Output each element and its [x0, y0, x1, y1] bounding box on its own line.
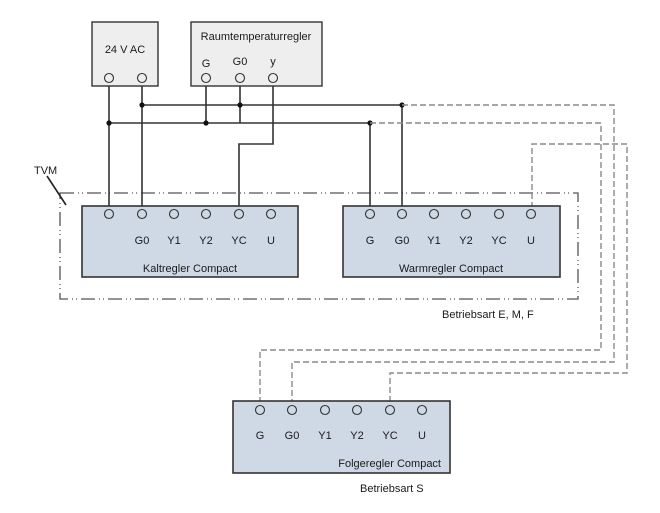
terminal-label: Y2: [350, 430, 363, 442]
junction-dot: [139, 102, 145, 108]
terminal-label: U: [527, 235, 535, 247]
dashed-wires: [259, 104, 628, 403]
terminal: [364, 208, 376, 220]
warmregler-box: G G0 Y1 Y2 YC U Warmregler Compact: [342, 205, 561, 278]
terminal-label: YC: [231, 235, 246, 247]
junction-dot: [106, 120, 112, 126]
terminal: [234, 72, 246, 84]
terminal: [168, 208, 180, 220]
terminal: [200, 72, 212, 84]
terminal-label: G: [256, 430, 265, 442]
kaltregler-box: G0 Y1 Y2 YC U Kaltregler Compact: [81, 205, 299, 278]
terminal-label: G: [366, 235, 375, 247]
folge-title: Folgeregler Compact: [338, 458, 441, 470]
junction-dot: [237, 102, 243, 108]
power-supply-box: 24 V AC: [91, 21, 159, 87]
terminal-label: G0: [395, 235, 410, 247]
terminal-label: G: [202, 58, 211, 70]
room-title: Raumtemperaturregler: [201, 31, 312, 43]
terminal: [254, 404, 266, 416]
terminal: [428, 208, 440, 220]
terminal: [233, 208, 245, 220]
terminal-label: YC: [382, 430, 397, 442]
terminal: [319, 404, 331, 416]
solid-wires: [108, 84, 403, 208]
terminal-label: Y2: [199, 235, 212, 247]
terminal: [384, 404, 396, 416]
tvm-leader-line: [46, 175, 67, 206]
terminal: [136, 208, 148, 220]
terminal-label: Y1: [318, 430, 331, 442]
folgeregler-box: G G0 Y1 Y2 YC U Folgeregler Compact: [232, 400, 451, 474]
terminal: [351, 404, 363, 416]
terminal: [136, 72, 148, 84]
warm-terminals: [364, 208, 537, 220]
terminal: [103, 72, 115, 84]
dashed-wire-u-folge-yc: [389, 143, 628, 403]
folge-terminals: [254, 404, 428, 416]
terminal-label: Y1: [427, 235, 440, 247]
terminal-label: y: [270, 56, 276, 68]
kalt-title: Kaltregler Compact: [143, 263, 237, 275]
terminal: [493, 208, 505, 220]
tvm-frame: [59, 192, 579, 300]
terminal: [200, 208, 212, 220]
dashed-wire-g0-folge: [291, 104, 615, 403]
terminal-label: Y1: [167, 235, 180, 247]
terminal-label: YC: [491, 235, 506, 247]
terminal: [460, 208, 472, 220]
kalt-terminals: [103, 208, 277, 220]
terminal: [525, 208, 537, 220]
terminal: [286, 404, 298, 416]
dashed-wire-g-folge: [259, 122, 602, 403]
tvm-label: TVM: [34, 165, 57, 177]
terminal: [103, 208, 115, 220]
terminal: [265, 208, 277, 220]
terminal-label: Y2: [459, 235, 472, 247]
wire-room-y-kalt-yc: [238, 84, 274, 208]
warm-title: Warmregler Compact: [399, 263, 503, 275]
mode-s-label: Betriebsart S: [360, 483, 424, 495]
terminal-label: G0: [285, 430, 300, 442]
terminal-label: G0: [135, 235, 150, 247]
terminal: [267, 72, 279, 84]
terminal: [416, 404, 428, 416]
terminal-label: U: [418, 430, 426, 442]
junction-dots: [106, 102, 405, 126]
junction-dot: [203, 120, 209, 126]
room-controller-box: Raumtemperaturregler G G0 y: [190, 21, 323, 87]
terminal-label: G0: [233, 56, 248, 68]
terminal: [396, 208, 408, 220]
terminal-label: U: [267, 235, 275, 247]
mode-emf-label: Betriebsart E, M, F: [442, 309, 534, 321]
power-title: 24 V AC: [105, 44, 145, 56]
